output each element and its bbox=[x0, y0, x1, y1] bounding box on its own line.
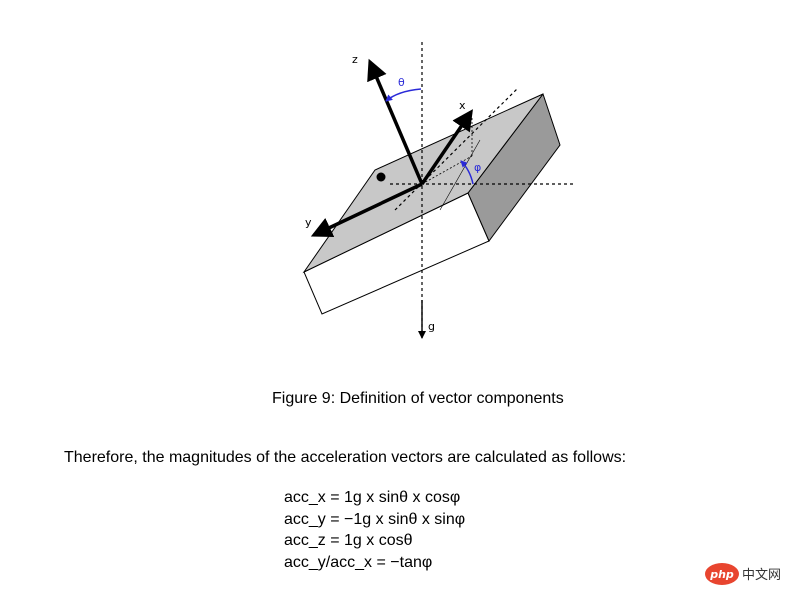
board-axis-reference-line bbox=[394, 87, 519, 211]
z-axis-label: z bbox=[352, 53, 358, 66]
php-logo-text: php bbox=[709, 568, 734, 581]
vector-components-diagram: z x y g θ φ bbox=[302, 42, 576, 339]
z-axis-arrow bbox=[367, 58, 424, 185]
orientation-dot bbox=[376, 172, 386, 182]
site-watermark-logo: php 中文网 bbox=[705, 563, 781, 585]
theta-label: θ bbox=[398, 76, 405, 89]
equation-ratio: acc_y/acc_x = −tanφ bbox=[284, 553, 433, 571]
projection-diagonal-line bbox=[439, 139, 481, 211]
equation-acc-z: acc_z = 1g x cosθ bbox=[284, 532, 413, 549]
watermark-site-text: 中文网 bbox=[742, 568, 781, 583]
g-label: g bbox=[428, 320, 435, 333]
x-axis-arrow bbox=[420, 109, 473, 185]
projection-line bbox=[421, 155, 473, 185]
php-logo-badge bbox=[705, 563, 739, 585]
x-axis-label: x bbox=[459, 99, 466, 112]
phi-label: φ bbox=[474, 161, 481, 174]
phi-angle-arc bbox=[460, 160, 474, 185]
equation-acc-y: acc_y = −1g x sinθ x sinφ bbox=[284, 510, 466, 528]
y-axis-arrow bbox=[310, 182, 423, 238]
theta-angle-arc bbox=[385, 88, 422, 102]
equation-block: acc_x = 1g x sinθ x cosφ acc_y = −1g x s… bbox=[284, 487, 465, 573]
figure-caption: Figure 9: Definition of vector component… bbox=[272, 390, 564, 407]
equation-acc-x: acc_x = 1g x sinθ x cosφ bbox=[284, 489, 461, 506]
intro-paragraph: Therefore, the magnitudes of the acceler… bbox=[64, 449, 627, 466]
y-axis-label: y bbox=[305, 216, 312, 229]
